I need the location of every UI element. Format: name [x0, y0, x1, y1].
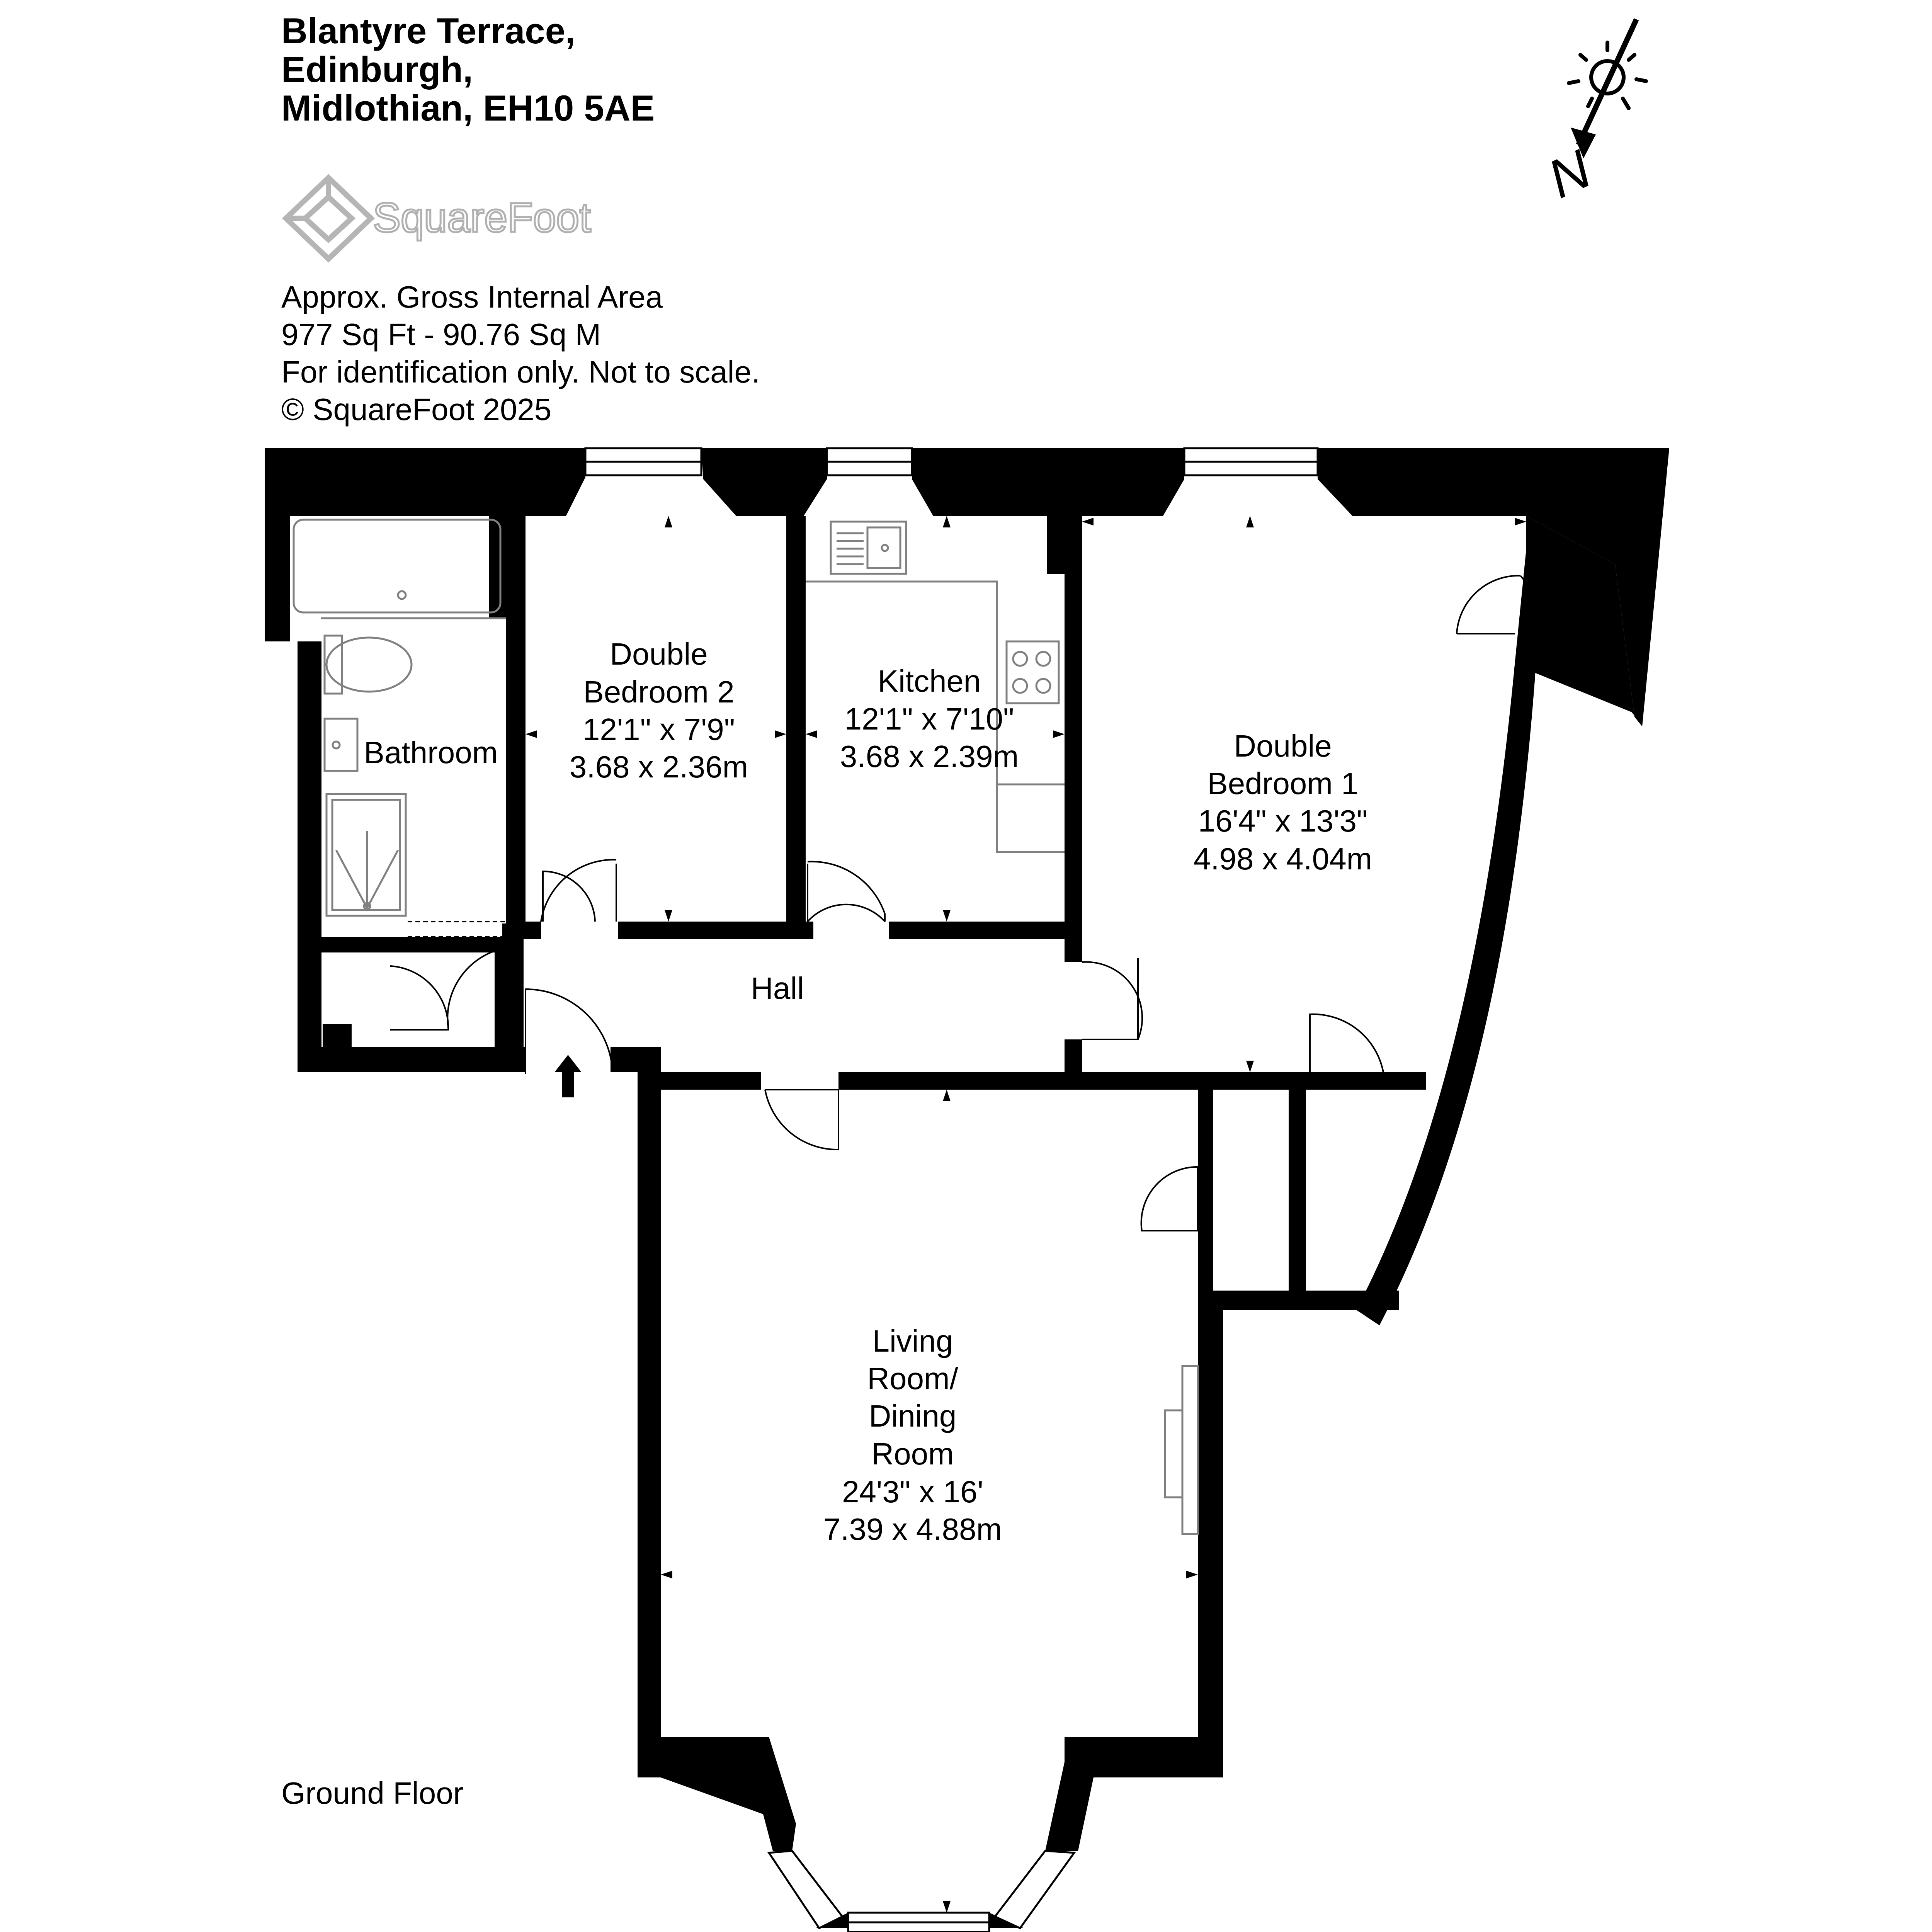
- bathtub: [293, 519, 502, 614]
- area-value: 977 Sq Ft - 90.76 Sq M: [281, 317, 601, 352]
- bedroom2-dimensions-metric: 3.68 x 2.36m: [570, 750, 748, 784]
- bedroom1-name-line2: Bedroom 1: [1207, 766, 1358, 801]
- living-name-line1: Living: [872, 1324, 953, 1358]
- bathroom-label: Bathroom: [364, 735, 498, 770]
- kitchen-dimensions-metric: 3.68 x 2.39m: [840, 739, 1019, 774]
- area-info: Approx. Gross Internal Area 977 Sq Ft - …: [281, 278, 760, 428]
- living-name-line4: Room: [871, 1437, 954, 1471]
- squarefoot-logo-icon: [282, 174, 375, 263]
- entrance-arrow-icon: [554, 1055, 582, 1097]
- dimension-markers: [526, 516, 1526, 1913]
- doors: [390, 575, 1637, 1231]
- living-name-line2: Room/: [867, 1361, 958, 1396]
- windows: [584, 447, 1319, 1932]
- kitchen-dimensions-imperial: 12'1" x 7'10": [845, 702, 1014, 736]
- disclaimer: For identification only. Not to scale.: [281, 355, 760, 389]
- address-line-2: Edinburgh,: [281, 49, 473, 90]
- squarefoot-logo: SquareFoot: [282, 174, 592, 263]
- copyright: © SquareFoot 2025: [281, 392, 552, 427]
- fireplace: [1164, 1365, 1199, 1535]
- sun-compass-icon: N: [1539, 18, 1648, 205]
- logo-text: SquareFoot: [373, 194, 591, 241]
- kitchen-sink: [830, 520, 907, 575]
- hall-label: Hall: [751, 971, 804, 1005]
- living-name-line3: Dining: [869, 1399, 957, 1433]
- toilet-cistern: [323, 634, 343, 695]
- sink: [323, 718, 359, 772]
- bedroom1-name-line1: Double: [1234, 729, 1332, 763]
- shower-tray: [325, 793, 407, 917]
- floor-label: Ground Floor: [281, 1776, 464, 1810]
- walls: [265, 448, 1669, 1928]
- kitchen-fixtures: [806, 520, 1065, 853]
- address-line-3: Midlothian, EH10 5AE: [281, 88, 655, 128]
- bedroom1-dimensions-metric: 4.98 x 4.04m: [1194, 842, 1372, 876]
- bedroom2-name-line1: Double: [610, 637, 708, 671]
- bedroom1-dimensions-imperial: 16'4" x 13'3": [1198, 804, 1368, 838]
- area-title: Approx. Gross Internal Area: [281, 280, 663, 314]
- bathroom-fixtures: [293, 519, 506, 917]
- hob: [1005, 640, 1060, 704]
- bedroom2-dimensions-imperial: 12'1" x 7'9": [583, 712, 735, 747]
- address-line-1: Blantyre Terrace,: [281, 10, 576, 51]
- living-dimensions-metric: 7.39 x 4.88m: [823, 1512, 1002, 1546]
- bedroom2-name-line2: Bedroom 2: [583, 675, 734, 709]
- property-address: Blantyre Terrace, Edinburgh, Midlothian,…: [281, 12, 655, 128]
- living-dimensions-imperial: 24'3" x 16': [842, 1475, 983, 1509]
- kitchen-name: Kitchen: [878, 664, 981, 698]
- toilet-bowl: [325, 636, 413, 693]
